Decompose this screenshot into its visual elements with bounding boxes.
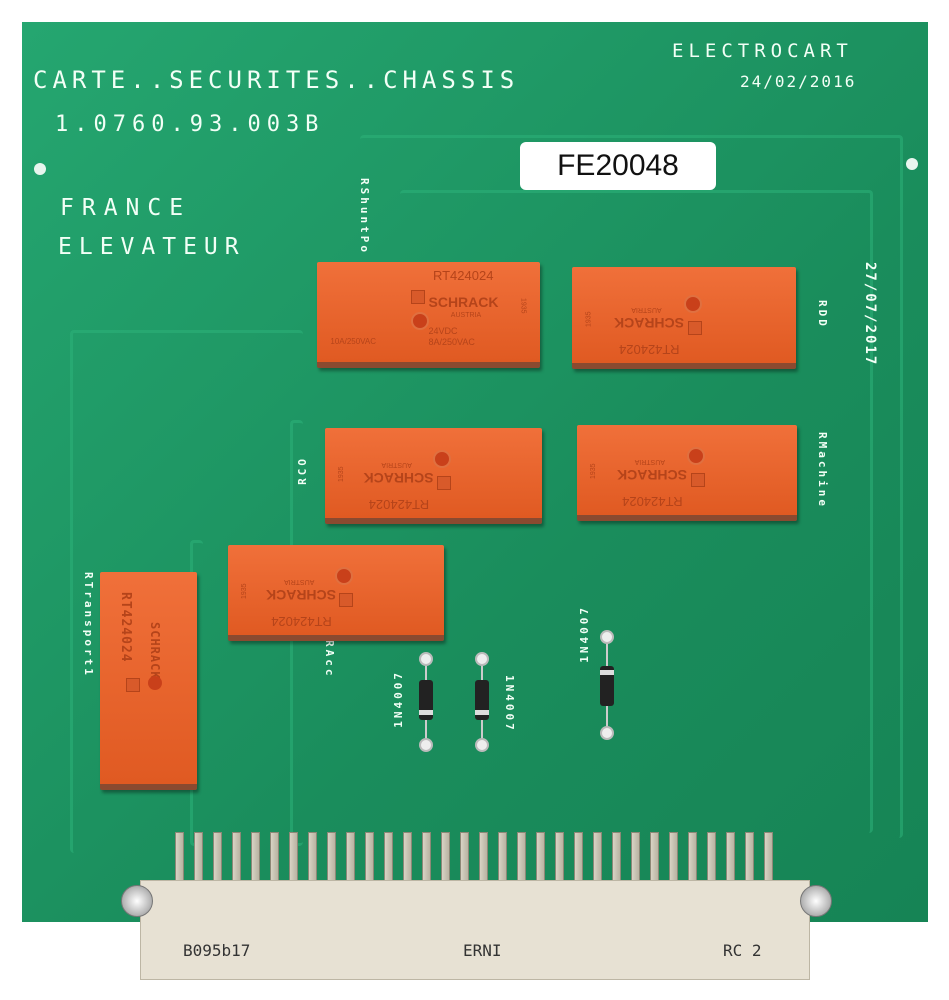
fiducial-mark [34,163,46,175]
connector-pin [441,832,450,884]
relay-country: AUSTRIA [284,578,315,585]
trace [400,190,873,833]
relay-rating2: 10A/250VAC [330,337,377,346]
mounting-screw [121,885,153,917]
date-label: 24/02/2016 [740,72,857,91]
label-racc: RAcc [323,640,336,679]
trace [360,135,903,838]
relay-brand: SCHRACK [617,467,687,483]
relay-voltage: 24VDC [428,326,458,336]
relay-country: AUSTRIA [631,306,662,313]
relay-model: RT424024 [432,268,494,283]
label-rmachine: RMachine [816,432,829,509]
connector-pin [460,832,469,884]
connector-pin [536,832,545,884]
connector-code: B095b17 [183,941,251,960]
fiducial-mark [906,158,918,170]
label-rtransport: RTransport1 [82,572,95,678]
company-line2: ELEVATEUR [58,234,246,260]
relay-rtransport: RT424024 SCHRACK [100,572,197,790]
connector-pin [517,832,526,884]
connector-pin [365,832,374,884]
relay-brand: SCHRACK [148,622,162,680]
relay-brand: SCHRACK [363,470,434,486]
connector-pin [270,832,279,884]
relay-model: RT424024 [619,342,680,357]
connector-pin [555,832,564,884]
label-rdd: RDD [816,300,829,329]
relay-racc: RT424024 SCHRACK AUSTRIA 1935 [228,545,444,641]
connector-pin [669,832,678,884]
connector-pin [688,832,697,884]
connector-pin [403,832,412,884]
connector-pin [498,832,507,884]
connector-pin [422,832,431,884]
revision-date: 27/07/2017 [862,262,878,367]
connector-pin [251,832,260,884]
relay-date: 1935 [240,583,248,599]
relay-brand: SCHRACK [266,587,336,603]
maker-label: ELECTROCART [672,40,853,62]
relay-rmachine: RT424024 SCHRACK AUSTRIA 1935 [577,425,797,521]
mounting-screw [800,885,832,917]
connector-pin [384,832,393,884]
connector-pin [175,832,184,884]
diode-3 [600,630,614,740]
connector-pin [308,832,317,884]
connector-brand: ERNI [463,941,502,960]
relay-brand: SCHRACK [428,294,499,310]
edge-connector: B095b17 ERNI RC 2 [140,880,810,980]
label-rco: RCO [296,456,309,485]
diode-label-1: 1N4007 [392,670,405,728]
diode-label-3: 1N4007 [578,605,591,663]
board-title: CARTE..SECURITES..CHASSIS [33,66,520,94]
connector-pin [726,832,735,884]
relay-rdd: RT424024 SCHRACK AUSTRIA 1935 [572,267,796,369]
connector-pin [213,832,222,884]
connector-pin [574,832,583,884]
connector-pin [327,832,336,884]
serial-sticker: FE20048 [520,142,716,190]
relay-country: AUSTRIA [381,461,412,468]
connector-pin [745,832,754,884]
relay-date: 1935 [585,311,593,327]
diode-2 [475,652,489,752]
relay-date: 1935 [590,463,598,479]
connector-pin [232,832,241,884]
connector-pin [194,832,203,884]
diode-1 [419,652,433,752]
relay-model: RT424024 [271,614,332,629]
connector-pin [479,832,488,884]
relay-brand: SCHRACK [614,315,684,331]
diode-label-2: 1N4007 [503,675,516,733]
relay-rco: RT424024 SCHRACK AUSTRIA 1935 [325,428,542,524]
connector-pin [764,832,773,884]
connector-pin [631,832,640,884]
relay-date: 1935 [338,466,346,482]
connector-pin [593,832,602,884]
trace [70,330,303,853]
relay-country: AUSTRIA [450,312,482,319]
label-rshuntpo: RShuntPo [358,178,371,255]
connector-pin [346,832,355,884]
connector-pin [650,832,659,884]
connector-pin [707,832,716,884]
relay-country: AUSTRIA [634,458,665,465]
relay-rating: 8A/250VAC [428,337,475,347]
relay-model: RT424024 [368,497,430,512]
connector-model: RC 2 [723,941,762,960]
connector-pin [289,832,298,884]
company-line1: FRANCE [60,195,192,221]
relay-date: 1935 [519,298,527,314]
part-number: 1.0760.93.003B [55,112,325,137]
relay-model: RT424024 [622,494,683,509]
relay-model: RT424024 [118,592,133,663]
connector-pin [612,832,621,884]
